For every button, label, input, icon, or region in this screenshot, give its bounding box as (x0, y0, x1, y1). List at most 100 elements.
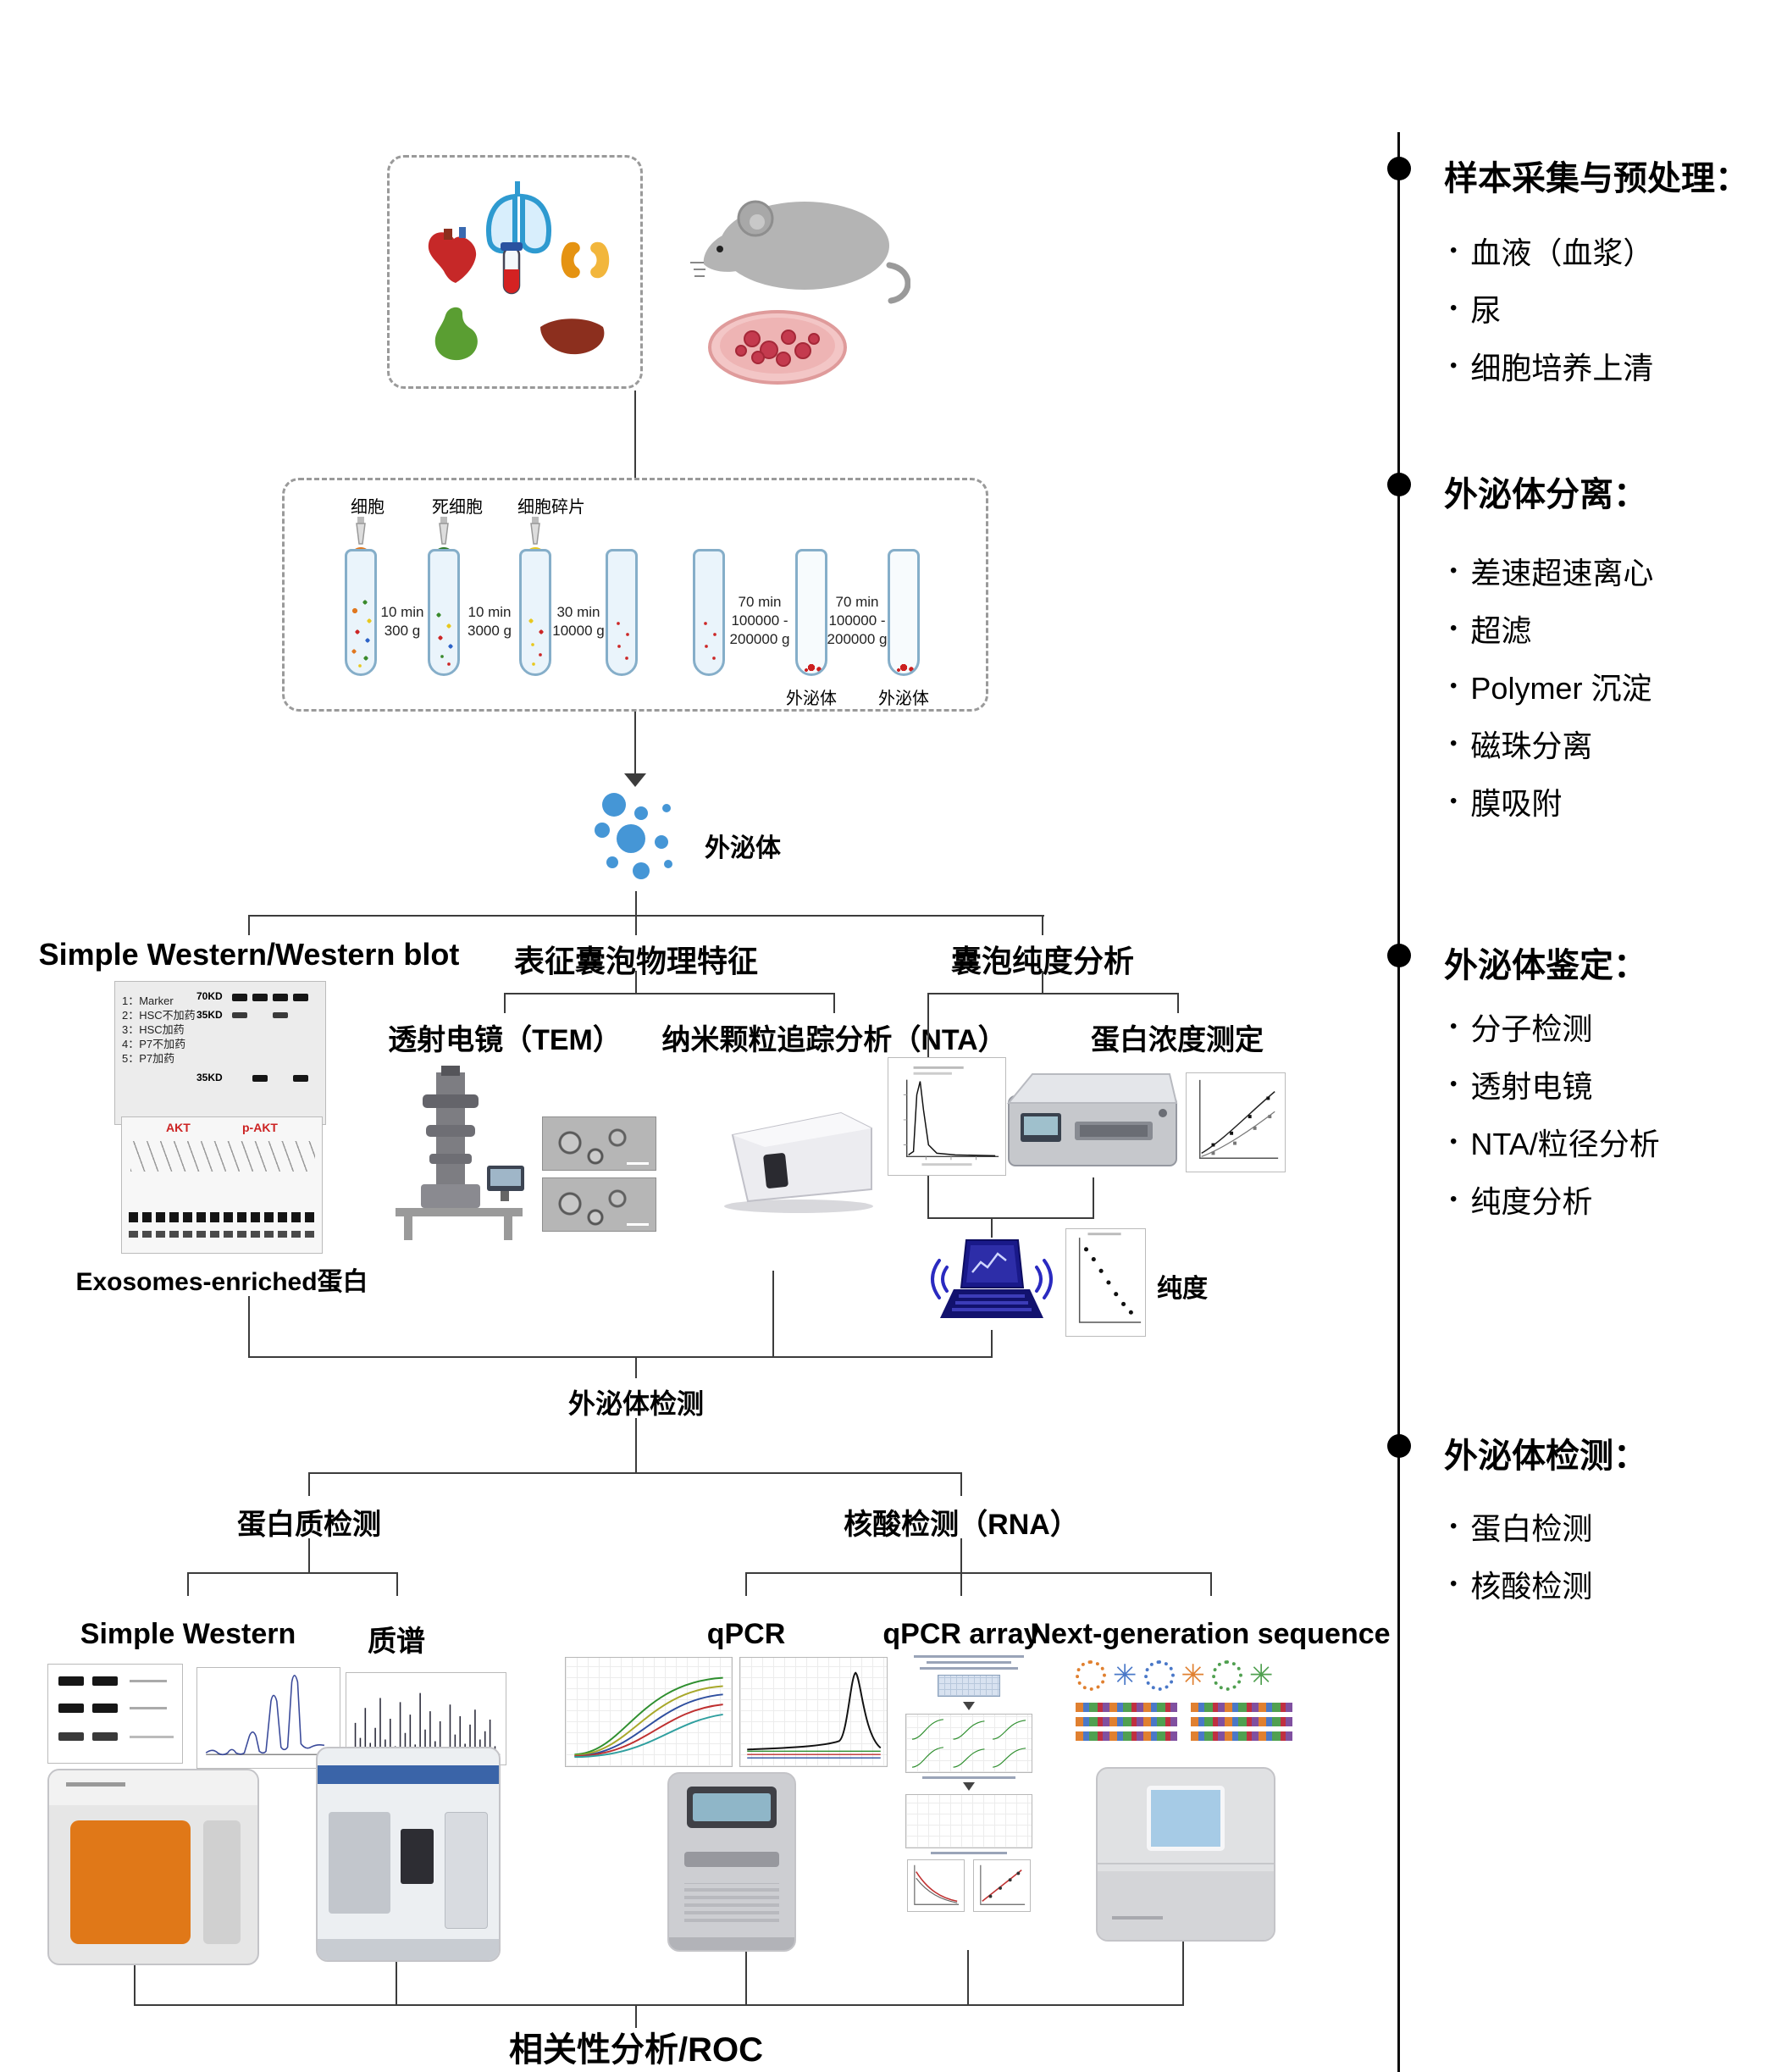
connector-line (504, 993, 506, 1013)
cell-culture-dish (708, 310, 847, 385)
connector-line (1177, 993, 1179, 1013)
tem-microscope-image (396, 1066, 524, 1240)
sidebar-list-sampling: 血液（血浆） 尿 细胞培养上清 (1450, 222, 1653, 395)
blot-band-row (129, 1212, 317, 1222)
laptop-analysis-icon (931, 1239, 1053, 1318)
lane-labels-decoration (130, 1141, 315, 1172)
simple-western-instrument (47, 1769, 259, 1965)
connector-line (927, 1176, 929, 1217)
connector-line (833, 993, 835, 1013)
array-curves-panel (905, 1714, 1032, 1773)
heart-icon (428, 227, 477, 283)
simple-western-bands-image (47, 1664, 183, 1764)
connector-line (635, 971, 637, 993)
connector-line (308, 1538, 310, 1572)
sidebar-item: 蛋白检测 (1450, 1498, 1592, 1555)
connector-line (635, 891, 637, 915)
qpcr-amplification-chart (565, 1657, 733, 1767)
connector-line (991, 1217, 993, 1238)
centrifuge-tube (519, 549, 551, 676)
connector-line (1093, 1177, 1094, 1217)
blot-legend: 1：Marker 2：HSC不加药 3：HSC加药 4：P7不加药 5：P7加药 (122, 994, 196, 1065)
connector-line (134, 1965, 136, 2004)
standard-curve-chart (1186, 1072, 1286, 1172)
qpcr-instrument (667, 1772, 796, 1952)
connector-line (635, 915, 637, 935)
sidebar-item: 透射电镜 (1450, 1055, 1660, 1113)
sidebar-bullet (1387, 944, 1411, 967)
connector-line (745, 1572, 747, 1596)
sidebar-section-title-identification: 外泌体鉴定： (1444, 947, 1647, 984)
nta-instrument-image (724, 1111, 873, 1213)
connector-line (746, 1572, 1211, 1574)
blot-label-akt: AKT (166, 1121, 191, 1134)
rna-star-icon: ✳ (1181, 1659, 1206, 1692)
connector-line (960, 1538, 962, 1572)
array-result-chart (973, 1859, 1031, 1912)
pellet-label-exosome: 外泌体 (786, 690, 837, 708)
instrument-screen (1147, 1786, 1225, 1851)
label-cell-debris: 细胞碎片 (517, 498, 585, 517)
tem-label: 透射电镜（TEM） (388, 1024, 622, 1056)
pcr-plate-icon (938, 1675, 1000, 1697)
mass-spec-label: 质谱 (368, 1626, 425, 1658)
sidebar-item: 差速超速离心 (1450, 542, 1653, 600)
centrifuge-tube-pellet (795, 549, 827, 676)
sidebar-bullet (1387, 157, 1411, 180)
tem-micrograph-image (542, 1116, 656, 1171)
blot-caption: Exosomes-enriched蛋白 (75, 1268, 368, 1296)
centrifuge-tube (606, 549, 638, 676)
detection-title: 外泌体检测 (567, 1388, 705, 1419)
centrifuge-tube-pellet (888, 549, 920, 676)
label-cells: 细胞 (351, 498, 385, 517)
sidebar-item: 细胞培养上清 (1450, 337, 1653, 395)
sidebar-section-title-sampling: 样本采集与预处理： (1444, 160, 1749, 197)
connector-line (134, 2004, 1184, 2006)
particle-size-chart (888, 1057, 1006, 1176)
sidebar-item: 纯度分析 (1450, 1171, 1660, 1228)
protein-concentration-label: 蛋白浓度测定 (1091, 1024, 1264, 1056)
sidebar-list-identification: 分子检测 透射电镜 NTA/粒径分析 纯度分析 (1450, 998, 1660, 1228)
instrument-screen (693, 1792, 771, 1822)
connector-line (927, 1217, 1094, 1219)
qpcr-label: qPCR (706, 1618, 786, 1650)
ngs-label: Next-generation sequence (1030, 1618, 1391, 1650)
sidebar-item: NTA/粒径分析 (1450, 1113, 1659, 1171)
organs-illustration (428, 181, 610, 361)
rna-cluster-icon (1076, 1660, 1106, 1691)
sequence-reads-strip (1076, 1731, 1177, 1741)
connector-line (248, 1296, 250, 1356)
connector-line (248, 915, 250, 935)
qpcr-array-workflow-image (901, 1652, 1037, 1950)
connector-line (928, 993, 1178, 994)
exosome-label: 外泌体 (705, 834, 781, 862)
connector-line (1042, 971, 1043, 993)
rna-star-icon: ✳ (1113, 1659, 1137, 1692)
sample-organs-box (387, 155, 643, 389)
sequence-reads-strip (1191, 1717, 1292, 1726)
pellet-label-exosome: 外泌体 (878, 690, 929, 708)
exosome-cluster-icon (595, 793, 672, 879)
sidebar-bullet (1387, 473, 1411, 496)
array-result-chart (907, 1859, 965, 1912)
connector-line (772, 1271, 774, 1356)
sidebar-list-isolation: 差速超速离心 超滤 Polymer 沉淀 磁珠分离 膜吸附 (1450, 542, 1653, 830)
sample-tray (683, 1851, 780, 1868)
qpcr-array-label: qPCR array (882, 1618, 1040, 1650)
sidebar-item: 磁珠分离 (1450, 715, 1653, 773)
sidebar-section-title-isolation: 外泌体分离： (1444, 476, 1647, 513)
plate-reader-image (1006, 1073, 1178, 1166)
connector-line (249, 915, 1044, 917)
sidebar-item: 尿 (1450, 280, 1653, 337)
centrifuge-tube (428, 549, 460, 676)
connector-line (634, 712, 636, 774)
simple-western-label: Simple Western (80, 1618, 296, 1650)
connector-line (967, 1950, 969, 2004)
sidebar-section-title-detection: 外泌体检测： (1444, 1438, 1647, 1475)
nta-label: 纳米颗粒追踪分析（NTA） (661, 1024, 1007, 1056)
stomach-icon (434, 307, 478, 361)
blot-label-p-akt: p-AKT (242, 1121, 278, 1134)
